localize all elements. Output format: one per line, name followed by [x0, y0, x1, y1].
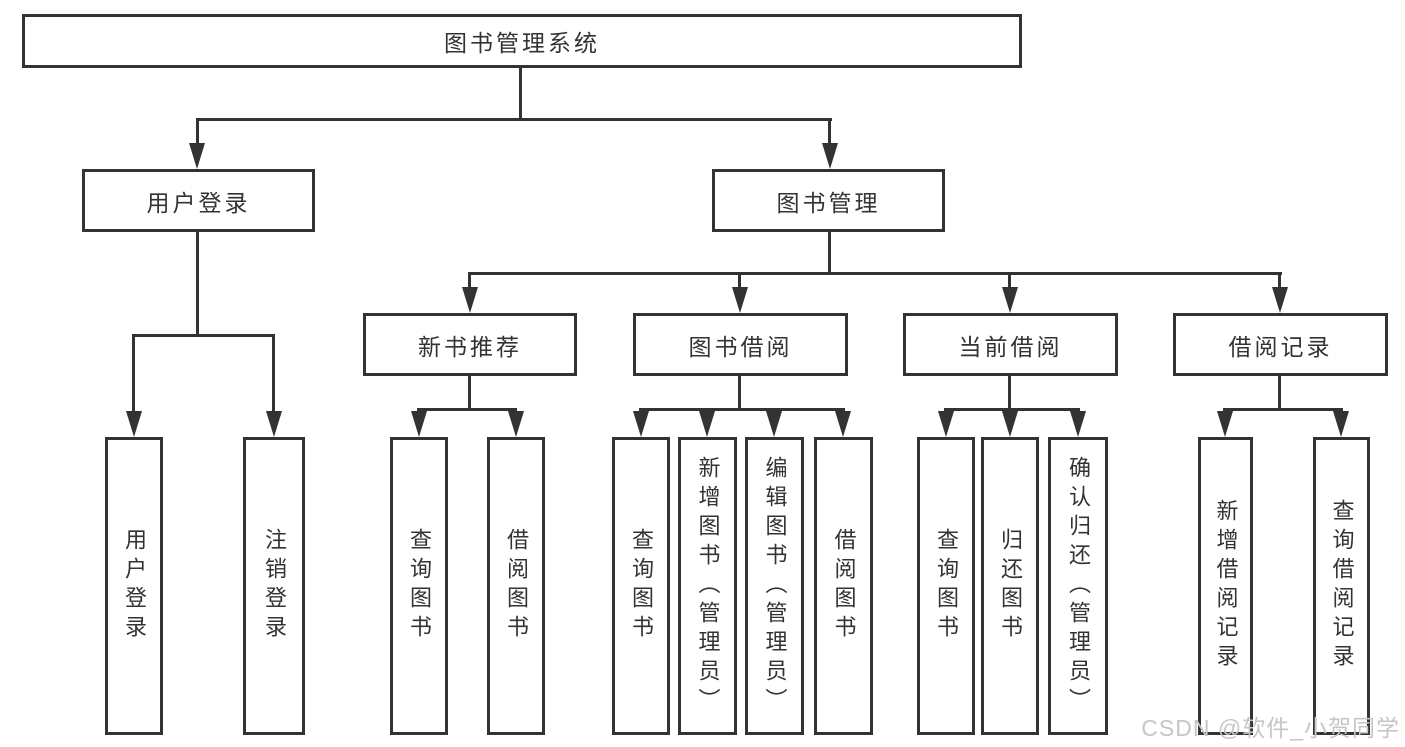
connector-hline	[417, 408, 517, 411]
node-label: 注销登录	[262, 528, 287, 644]
node-label: 当前借阅	[958, 333, 1063, 360]
connector-vline	[738, 272, 741, 290]
arrow-down-icon	[462, 287, 478, 313]
node-label: 归还图书	[998, 528, 1023, 644]
arrow-down-icon	[1002, 287, 1018, 313]
connector-vline	[738, 376, 741, 411]
node-label: 借阅记录	[1228, 333, 1333, 360]
arrow-down-icon	[822, 143, 838, 169]
connector-hline	[468, 272, 1282, 275]
node-library-management-system: 图书管理系统	[22, 14, 1022, 68]
node-leaf-query-books-recommend: 查询图书	[390, 437, 448, 735]
connector-vline	[1278, 376, 1281, 411]
node-label: 新书推荐	[418, 333, 522, 360]
arrow-down-icon	[732, 287, 748, 313]
connector-vline	[196, 232, 199, 337]
connector-hline	[639, 408, 845, 411]
node-leaf-query-books-borrowing: 查询图书	[612, 437, 670, 735]
node-label: 编辑图书（管理员）	[762, 455, 788, 717]
node-label: 图书管理系统	[444, 30, 600, 56]
csdn-watermark: CSDN @软件_小贺同学	[1141, 715, 1400, 741]
node-borrowing-records: 借阅记录	[1173, 313, 1388, 376]
node-leaf-edit-books-admin: 编辑图书（管理员）	[745, 437, 804, 735]
node-leaf-query-books-current: 查询图书	[917, 437, 975, 735]
arrow-down-icon	[938, 411, 954, 437]
node-label: 借阅图书	[504, 528, 529, 644]
arrow-down-icon	[411, 411, 427, 437]
node-leaf-add-books-admin: 新增图书（管理员）	[678, 437, 737, 735]
arrow-down-icon	[126, 411, 142, 437]
node-leaf-borrow-books: 借阅图书	[814, 437, 873, 735]
arrow-down-icon	[1002, 411, 1018, 437]
connector-vline	[132, 334, 135, 417]
connector-vline	[1278, 272, 1281, 290]
node-leaf-user-login: 用户登录	[105, 437, 163, 735]
connector-vline	[828, 232, 831, 275]
node-leaf-confirm-return-admin: 确认归还（管理员）	[1048, 437, 1108, 735]
arrow-down-icon	[189, 143, 205, 169]
connector-vline	[1008, 376, 1011, 411]
node-label: 借阅图书	[831, 528, 857, 644]
node-leaf-logout: 注销登录	[243, 437, 305, 735]
arrow-down-icon	[766, 411, 782, 437]
arrow-down-icon	[1070, 411, 1086, 437]
node-label: 查询图书	[629, 528, 654, 644]
node-leaf-query-borrow-record: 查询借阅记录	[1313, 437, 1370, 735]
node-label: 用户登录	[146, 189, 251, 216]
arrow-down-icon	[835, 411, 851, 437]
node-label: 查询借阅记录	[1329, 499, 1355, 673]
arrow-down-icon	[699, 411, 715, 437]
connector-vline	[519, 68, 522, 120]
connector-hline	[1223, 408, 1343, 411]
connector-hline	[132, 334, 275, 337]
node-user-login: 用户登录	[82, 169, 315, 232]
node-label: 用户登录	[122, 528, 147, 644]
node-new-book-recommendation: 新书推荐	[363, 313, 577, 376]
node-leaf-add-borrow-record: 新增借阅记录	[1198, 437, 1253, 735]
connector-hline	[196, 118, 832, 121]
connector-vline	[272, 334, 275, 417]
node-label: 确认归还（管理员）	[1066, 455, 1091, 717]
arrow-down-icon	[508, 411, 524, 437]
connector-vline	[468, 376, 471, 411]
connector-vline	[468, 272, 471, 290]
node-label: 图书借阅	[688, 333, 793, 360]
node-leaf-return-books: 归还图书	[981, 437, 1039, 735]
node-leaf-borrow-books-recommend: 借阅图书	[487, 437, 545, 735]
node-book-borrowing: 图书借阅	[633, 313, 848, 376]
node-label: 查询图书	[407, 528, 432, 644]
connector-hline	[944, 408, 1080, 411]
arrow-down-icon	[266, 411, 282, 437]
node-label: 新增图书（管理员）	[695, 455, 721, 717]
arrow-down-icon	[633, 411, 649, 437]
node-label: 新增借阅记录	[1213, 499, 1239, 673]
node-book-management: 图书管理	[712, 169, 945, 232]
connector-vline	[196, 118, 199, 149]
arrow-down-icon	[1333, 411, 1349, 437]
node-current-borrowing: 当前借阅	[903, 313, 1118, 376]
node-label: 图书管理	[776, 189, 881, 216]
connector-vline	[1008, 272, 1011, 290]
arrow-down-icon	[1217, 411, 1233, 437]
arrow-down-icon	[1272, 287, 1288, 313]
connector-vline	[828, 118, 831, 149]
node-label: 查询图书	[934, 528, 959, 644]
